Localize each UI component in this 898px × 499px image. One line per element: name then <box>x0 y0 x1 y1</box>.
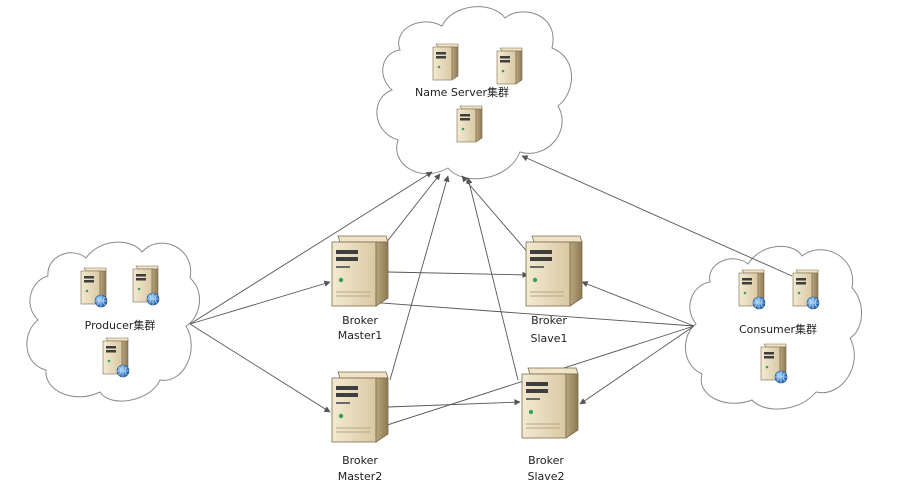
arrow-master2-to-slave2 <box>387 399 521 408</box>
producer-cluster-label: Producer集群 <box>84 319 156 332</box>
broker-slave1-line2: Slave1 <box>530 332 568 345</box>
arrow-producer-to-master2 <box>189 323 331 413</box>
arrow-consumer-to-slave1 <box>581 281 695 327</box>
broker-master2-line2: Master2 <box>337 470 383 483</box>
name-server-node-2 <box>496 47 523 85</box>
name-server-node-1 <box>432 43 459 81</box>
arrow-master2-to-nameserver <box>389 175 450 381</box>
broker-slave1-line1: Broker <box>531 314 567 327</box>
arrow-slave2-to-nameserver <box>466 177 519 381</box>
arrow-producer-to-nameserver <box>189 171 433 325</box>
broker-master2-line1: Broker <box>342 454 378 467</box>
arrow-consumer-to-master1 <box>367 299 695 327</box>
consumer-node-1 <box>738 269 766 310</box>
broker-master1-line2: Master1 <box>337 329 383 342</box>
broker-master1-server <box>331 235 389 307</box>
broker-master2-server <box>331 371 389 443</box>
arrow-master1-to-slave1 <box>387 271 529 279</box>
broker-slave1-server <box>525 235 583 307</box>
name-server-cluster-label: Name Server集群 <box>414 86 510 99</box>
arrow-consumer-to-slave2 <box>579 325 695 405</box>
producer-node-1 <box>80 267 108 308</box>
producer-node-2 <box>132 265 160 306</box>
broker-slave2-server <box>521 367 579 439</box>
consumer-node-3 <box>760 343 788 384</box>
broker-master1-line1: Broker <box>342 314 378 327</box>
broker-slave2-line2: Slave2 <box>527 470 565 483</box>
name-server-node-3 <box>456 105 483 143</box>
arrow-consumer-to-nameserver <box>521 155 793 277</box>
consumer-node-2 <box>792 269 820 310</box>
consumer-cluster-label: Consumer集群 <box>738 323 818 336</box>
arrow-producer-to-master1 <box>189 280 331 325</box>
name-server-cloud <box>376 6 572 180</box>
broker-slave2-line1: Broker <box>528 454 564 467</box>
producer-node-3 <box>102 337 130 378</box>
